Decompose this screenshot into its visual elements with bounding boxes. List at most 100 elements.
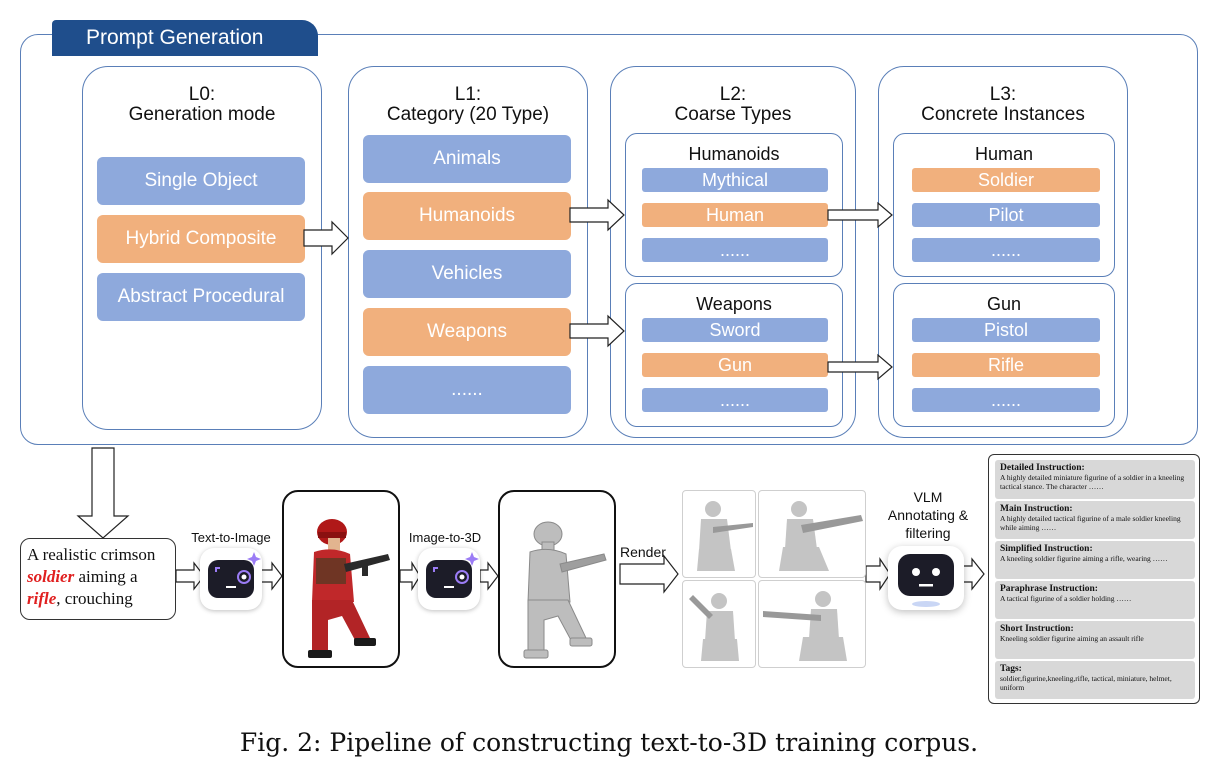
prompt-text-part1: A realistic crimson [27, 545, 156, 564]
text-to-image-label: Text-to-Image [191, 530, 271, 545]
column-l0: L0: Generation mode Single Object Hybrid… [82, 66, 322, 430]
l2-item-more-weapons: ...... [642, 388, 828, 412]
instruction-main-text: A highly detailed tactical figurine of a… [1000, 514, 1181, 532]
l3-group-human-title: Human [974, 144, 1034, 164]
instruction-panel: Detailed Instruction: A highly detailed … [988, 454, 1200, 704]
render-view-1-icon [697, 501, 753, 571]
instruction-card-paraphrase: Paraphrase Instruction: A tactical figur… [995, 581, 1195, 619]
instruction-card-short: Short Instruction: Kneeling soldier figu… [995, 621, 1195, 659]
l2-item-more-humanoids: ...... [642, 238, 828, 262]
arrow-t2i-to-image-icon [259, 561, 283, 591]
column-l1-title: Category (20 Type) [386, 104, 550, 125]
instruction-tags-text: soldier,figurine,kneeling,rifle, tactica… [1000, 674, 1172, 692]
column-l1-level: L1: [454, 84, 482, 105]
column-l0-title: Generation mode [128, 104, 276, 125]
l0-item-single-object: Single Object [97, 157, 305, 205]
mesh-soldier-icon [523, 521, 607, 659]
column-l2-title: Coarse Types [674, 104, 792, 125]
vlm-label: VLM Annotating & filtering [887, 489, 969, 541]
generated-image [282, 490, 400, 668]
instruction-card-main: Main Instruction: A highly detailed tact… [995, 501, 1195, 539]
l2-group-humanoids: Humanoids Mythical Human ...... [625, 133, 843, 277]
soldier-image-icon [308, 519, 390, 658]
prompt-keyword-soldier: soldier [27, 567, 75, 586]
arrow-gun-icon [827, 353, 893, 381]
l0-item-abstract-procedural: Abstract Procedural [97, 273, 305, 321]
l3-item-more-human: ...... [912, 238, 1100, 262]
instruction-short-heading: Short Instruction: [1000, 624, 1074, 634]
column-l3-title: Concrete Instances [921, 104, 1085, 125]
instruction-card-simplified: Simplified Instruction: A kneeling soldi… [995, 541, 1195, 579]
column-l3: L3: Concrete Instances Human Soldier Pil… [878, 66, 1128, 438]
render-view-4 [758, 580, 866, 668]
arrow-humanoids-icon [569, 198, 625, 232]
render-view-1 [682, 490, 756, 578]
render-view-3 [682, 580, 756, 668]
image-to-3d-label: Image-to-3D [408, 530, 482, 545]
text-to-image-bot-icon [200, 548, 262, 610]
render-view-3-icon [689, 593, 739, 661]
l2-item-gun: Gun [642, 353, 828, 377]
column-l2: L2: Coarse Types Humanoids Mythical Huma… [610, 66, 856, 438]
l1-item-weapons: Weapons [363, 308, 571, 356]
l2-item-human: Human [642, 203, 828, 227]
l3-group-gun: Gun Pistol Rifle ...... [893, 283, 1115, 427]
figure-caption: Fig. 2: Pipeline of constructing text-to… [239, 728, 979, 757]
arrow-render-icon [619, 554, 679, 594]
l1-item-vehicles: Vehicles [363, 250, 571, 298]
arrow-renders-to-vlm-icon [865, 557, 891, 591]
render-view-4-icon [763, 591, 847, 661]
l3-item-more-gun: ...... [912, 388, 1100, 412]
arrow-human-icon [827, 201, 893, 229]
render-label: Render [620, 544, 666, 560]
instruction-tags-heading: Tags: [1000, 664, 1022, 674]
l1-item-more: ...... [363, 366, 571, 414]
arrow-l0-l1-icon [303, 220, 349, 256]
prompt-box: A realistic crimson soldier aiming a rif… [20, 538, 176, 620]
l3-group-gun-title: Gun [986, 294, 1022, 314]
prompt-text-part2: aiming a [74, 567, 138, 586]
image-to-3d-bot-icon [418, 548, 480, 610]
l2-item-sword: Sword [642, 318, 828, 342]
l2-item-mythical: Mythical [642, 168, 828, 192]
arrow-i23d-to-mesh-icon [479, 561, 499, 591]
instruction-card-detailed: Detailed Instruction: A highly detailed … [995, 460, 1195, 499]
instruction-detailed-text: A highly detailed miniature figurine of … [1000, 473, 1185, 491]
instruction-paraphrase-heading: Paraphrase Instruction: [1000, 584, 1098, 594]
render-view-2-icon [779, 501, 863, 571]
l1-item-animals: Animals [363, 135, 571, 183]
l1-item-humanoids: Humanoids [363, 192, 571, 240]
l0-item-hybrid-composite: Hybrid Composite [97, 215, 305, 263]
l2-group-weapons: Weapons Sword Gun ...... [625, 283, 843, 427]
l3-item-pilot: Pilot [912, 203, 1100, 227]
column-l1: L1: Category (20 Type) Animals Humanoids… [348, 66, 588, 438]
instruction-paraphrase-text: A tactical figurine of a soldier holding… [1000, 594, 1132, 603]
instruction-main-heading: Main Instruction: [1000, 504, 1073, 514]
arrow-down-icon [76, 447, 130, 539]
prompt-generation-frame [20, 34, 1198, 445]
instruction-short-text: Kneeling soldier figurine aiming an assa… [1000, 634, 1144, 643]
l2-group-humanoids-title: Humanoids [688, 144, 780, 164]
l3-item-soldier: Soldier [912, 168, 1100, 192]
l3-item-pistol: Pistol [912, 318, 1100, 342]
column-l3-level: L3: [989, 84, 1017, 105]
prompt-keyword-rifle: rifle [27, 589, 57, 608]
instruction-detailed-heading: Detailed Instruction: [1000, 463, 1085, 473]
instruction-simplified-text: A kneeling soldier figurine aiming a rif… [1000, 554, 1168, 563]
instruction-card-tags: Tags: soldier,figurine,kneeling,rifle, t… [995, 661, 1195, 699]
l3-group-human: Human Soldier Pilot ...... [893, 133, 1115, 277]
render-view-2 [758, 490, 866, 578]
instruction-simplified-heading: Simplified Instruction: [1000, 544, 1093, 554]
prompt-text-part3: , crouching [56, 589, 133, 608]
arrow-prompt-to-t2i-icon [175, 561, 205, 591]
generated-3d-mesh [498, 490, 616, 668]
prompt-generation-title: Prompt Generation [52, 20, 318, 56]
l2-group-weapons-title: Weapons [696, 294, 772, 314]
vlm-bot-icon [888, 546, 964, 610]
l3-item-rifle: Rifle [912, 353, 1100, 377]
arrow-image-to-i23d-icon [399, 560, 421, 592]
arrow-weapons-icon [569, 314, 625, 348]
column-l0-level: L0: [188, 84, 216, 105]
column-l2-level: L2: [719, 84, 747, 105]
